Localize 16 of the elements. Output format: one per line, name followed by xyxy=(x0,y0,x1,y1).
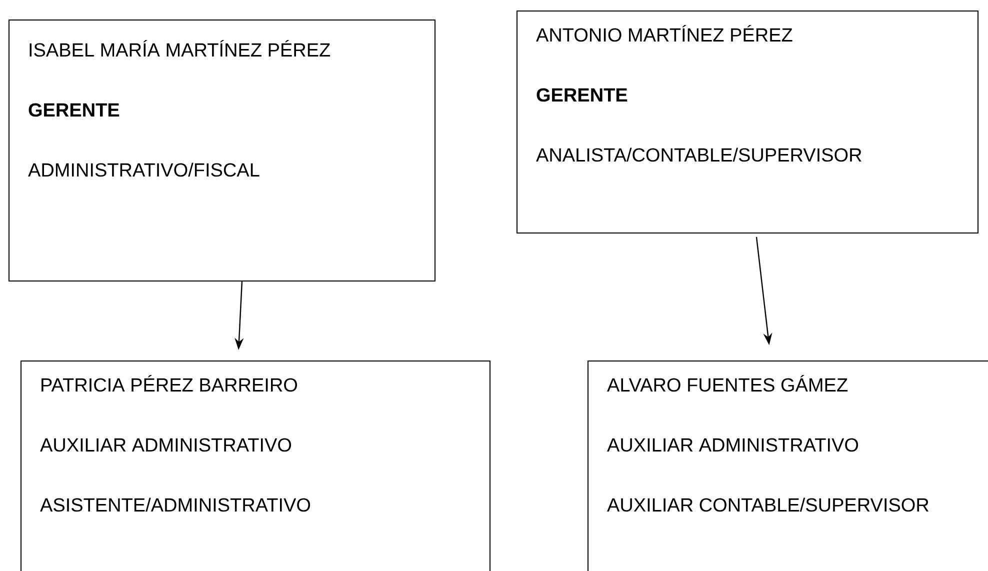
person-name: PATRICIA PÉREZ BARREIRO xyxy=(42,375,298,392)
person-box xyxy=(8,20,436,282)
person-box xyxy=(20,360,490,571)
role-text: ADMINISTRATIVO/FISCAL xyxy=(28,162,260,177)
job-title: GERENTE xyxy=(536,88,628,102)
role-text: ANALISTA/CONTABLE/SUPERVISOR xyxy=(536,148,862,162)
role-text: ASISTENTE/ADMINISTRATIVO xyxy=(40,498,310,512)
job-title: GERENTE xyxy=(28,103,120,117)
person-box xyxy=(588,360,988,571)
person-name: ANTONIO MARTÍNEZ PÉREZ xyxy=(536,25,792,42)
person-name: ALVARO FUENTES GÁMEZ xyxy=(607,375,848,392)
job-title: AUXILIAR ADMINISTRATIVO xyxy=(607,438,858,452)
person-box xyxy=(516,10,978,234)
person-name: ISABEL MARÍA MARTÍNEZ PÉREZ xyxy=(30,40,330,57)
role-text: AUXILIAR CONTABLE/SUPERVISOR xyxy=(607,498,928,512)
job-title: AUXILIAR ADMINISTRATIVO xyxy=(40,438,292,452)
